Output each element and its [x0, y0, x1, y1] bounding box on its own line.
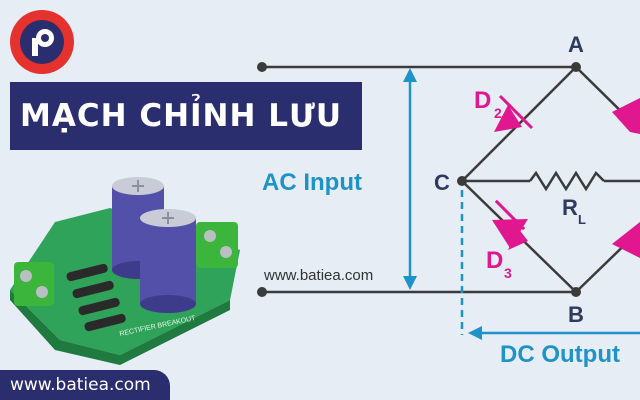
capacitor-right	[140, 209, 196, 313]
rectifier-board-photo: RECTIFIER BREAKOUT	[10, 177, 240, 365]
resistor-icon	[529, 170, 605, 192]
board-diodes	[66, 263, 126, 332]
node-c-label: C	[434, 170, 450, 195]
diode-d2-label: D	[474, 87, 491, 114]
title-banner: MẠCH CHỈNH LƯU	[10, 82, 362, 150]
diode-d3-label: D	[486, 247, 503, 274]
diode-right-bottom-icon	[612, 222, 640, 258]
diode-d3-icon	[492, 199, 528, 250]
dc-arrow-head	[468, 326, 482, 340]
resistor-label: R	[562, 195, 578, 220]
footer-url[interactable]: www.batiea.com	[10, 375, 151, 395]
ac-arrow-head-top	[403, 68, 417, 82]
dc-output-label: DC Output	[500, 341, 620, 368]
page-title: MẠCH CHỈNH LƯU	[20, 98, 343, 134]
terminal-block-right	[196, 222, 238, 268]
terminal-top-left	[257, 62, 267, 72]
diode-d3-subscript: 3	[504, 265, 512, 281]
ac-arrow-head-bottom	[403, 276, 417, 290]
footer-bar: www.batiea.com	[0, 370, 170, 400]
diode-right-top-icon	[612, 98, 640, 134]
resistor-subscript: L	[578, 212, 586, 227]
ac-input-label: AC Input	[262, 169, 362, 196]
diode-d2-subscript: 2	[494, 105, 502, 121]
batiea-logo-icon	[10, 10, 74, 74]
node-a-label: A	[568, 32, 584, 57]
capacitor-left	[112, 177, 164, 279]
watermark-url: www.batiea.com	[263, 267, 373, 284]
terminal-bottom-left	[257, 287, 267, 297]
diode-d2-icon	[494, 94, 534, 132]
terminal-block-left	[14, 262, 54, 306]
node-b-label: B	[568, 302, 584, 327]
